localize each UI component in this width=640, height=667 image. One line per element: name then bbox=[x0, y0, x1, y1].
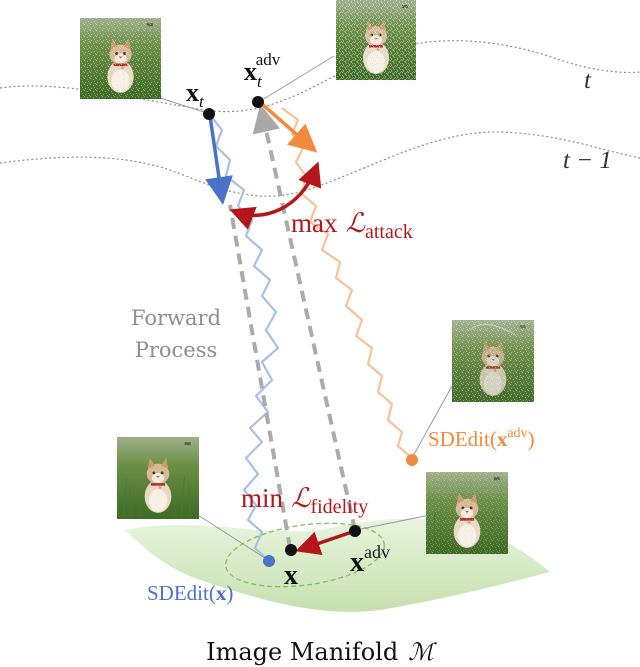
label-x: x bbox=[284, 560, 298, 591]
dashed-path-x-to-xt bbox=[228, 204, 292, 549]
label-t: t bbox=[584, 67, 592, 94]
label-sdedit-x: SDEdit(x) bbox=[147, 581, 233, 605]
label-x-adv: xadv bbox=[350, 542, 390, 578]
label-forward-process-line1: Forward bbox=[131, 306, 221, 330]
point-x bbox=[285, 544, 297, 556]
point-sdedit-x bbox=[263, 555, 275, 567]
cat-thumbnail-xt-adv bbox=[336, 0, 419, 82]
point-x-adv bbox=[349, 525, 361, 537]
max-attack-arrow bbox=[229, 161, 322, 230]
blue-denoise-arrow bbox=[205, 115, 233, 205]
cat-thumbnail-x-adv bbox=[425, 472, 509, 554]
cat-thumbnail-sdedit-x bbox=[117, 437, 199, 519]
cat-thumbnail-sdedit-adv bbox=[452, 320, 534, 402]
label-forward-process-line2: Process bbox=[135, 338, 218, 362]
manifold-neighborhood bbox=[224, 522, 386, 588]
label-x-t: xt bbox=[186, 78, 205, 111]
cat-thumbnail-xt bbox=[80, 18, 161, 99]
label-t-minus-1: t − 1 bbox=[563, 147, 612, 174]
point-x-t bbox=[203, 108, 215, 120]
label-x-t-adv: xtadv bbox=[244, 50, 281, 91]
point-sdedit-adv bbox=[406, 454, 418, 466]
label-sdedit-adv: SDEdit(xadv) bbox=[428, 426, 535, 451]
orange-denoise-arrow bbox=[260, 102, 318, 153]
time-curve-t-minus-1 bbox=[0, 131, 640, 197]
min-fidelity-arrow bbox=[295, 530, 353, 555]
point-x-t-adv bbox=[252, 96, 264, 108]
